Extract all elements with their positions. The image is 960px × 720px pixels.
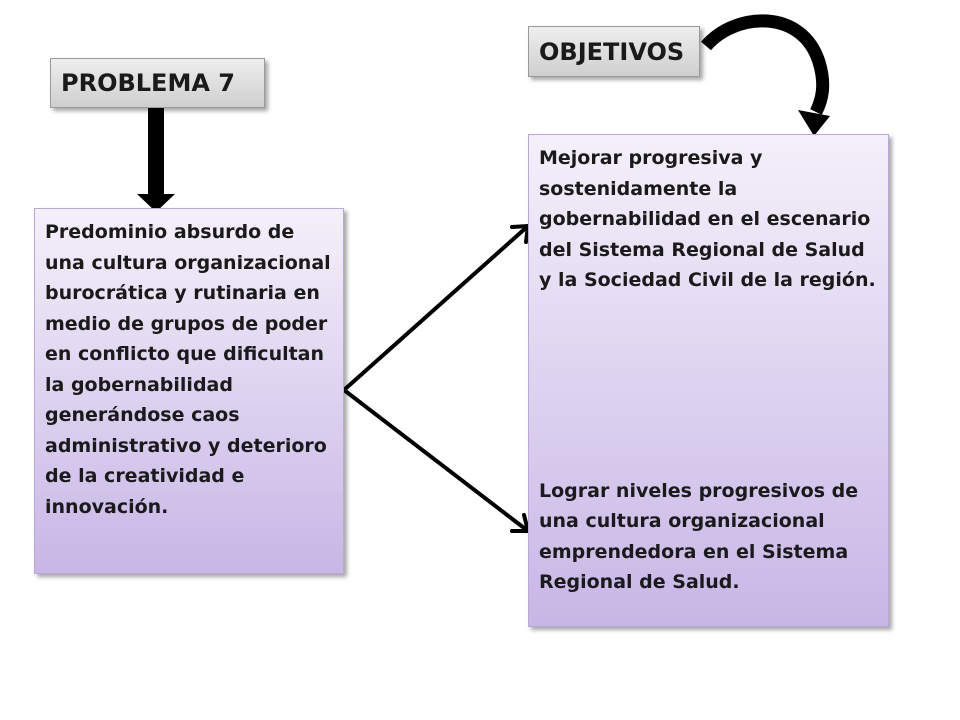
problem-description: Predominio absurdo de una cultura organi… <box>45 221 331 518</box>
curved-arrow-head <box>798 110 830 136</box>
branch-arrow-lower <box>342 388 530 533</box>
branch-arrow-upper-head <box>510 224 530 244</box>
down-arrow-shaft <box>148 106 164 196</box>
branch-arrow-lower-head <box>510 513 530 533</box>
objective-item: Mejorar progresiva y sostenidamente la g… <box>539 147 876 291</box>
objective-item: Lograr niveles progresivos de una cultur… <box>539 479 859 594</box>
problem-label-text: PROBLEMA 7 <box>61 69 235 97</box>
problem-label: PROBLEMA 7 <box>50 58 265 108</box>
curved-arrow-shaft <box>701 14 830 115</box>
objectives-label: OBJETIVOS <box>528 26 700 77</box>
objectives-label-text: OBJETIVOS <box>539 37 685 66</box>
problem-description-box: Predominio absurdo de una cultura organi… <box>34 208 344 574</box>
objectives-box: Mejorar progresiva y sostenidamente la g… <box>528 134 889 627</box>
branch-arrow-upper <box>342 224 530 392</box>
